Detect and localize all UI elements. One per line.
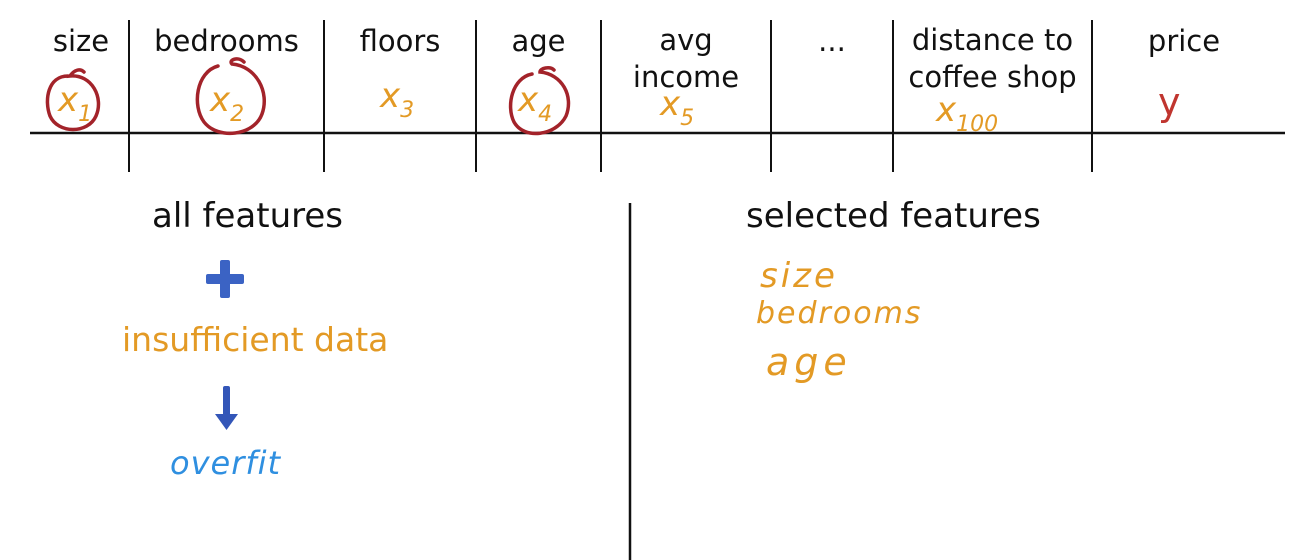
column-header-floors: floors <box>359 24 441 58</box>
all-features-title: all features <box>152 196 344 236</box>
selection-circle-x1 <box>45 68 101 132</box>
selected-features-title: selected features <box>746 196 1041 236</box>
down-arrow-icon <box>215 386 238 430</box>
variable-x3: x3 <box>380 76 415 123</box>
variable-y: y <box>1158 80 1181 124</box>
overfit-label: overfit <box>170 444 282 482</box>
column-header-line: coffee shop <box>908 60 1077 94</box>
column-header-ellipsis: ... <box>818 24 846 58</box>
variable-x4: x4 <box>518 80 553 127</box>
column-header-avg-income: avg income <box>603 22 769 96</box>
column-header-price: price <box>1147 24 1221 58</box>
column-header-line: avg <box>659 23 713 57</box>
variable-x1: x1 <box>58 80 93 127</box>
column-header-line: income <box>632 60 740 94</box>
column-header-distance: distance to coffee shop <box>895 22 1090 96</box>
variable-x5: x5 <box>660 84 695 131</box>
column-header-size: size <box>52 24 110 58</box>
selection-circles <box>45 57 571 136</box>
variable-x100: x100 <box>936 90 999 137</box>
insufficient-data-label: insufficient data <box>122 320 389 359</box>
plus-icon <box>206 260 244 298</box>
selected-feature-bedrooms: bedrooms <box>756 296 923 331</box>
selection-circle-x4 <box>508 66 571 136</box>
column-header-line: distance to <box>911 23 1074 57</box>
column-header-bedrooms: bedrooms <box>154 24 299 58</box>
selection-circle-x2 <box>195 57 266 136</box>
selected-feature-age: age <box>766 340 852 384</box>
variable-x2: x2 <box>210 80 245 127</box>
selected-feature-size: size <box>760 256 838 296</box>
column-header-age: age <box>511 24 566 58</box>
